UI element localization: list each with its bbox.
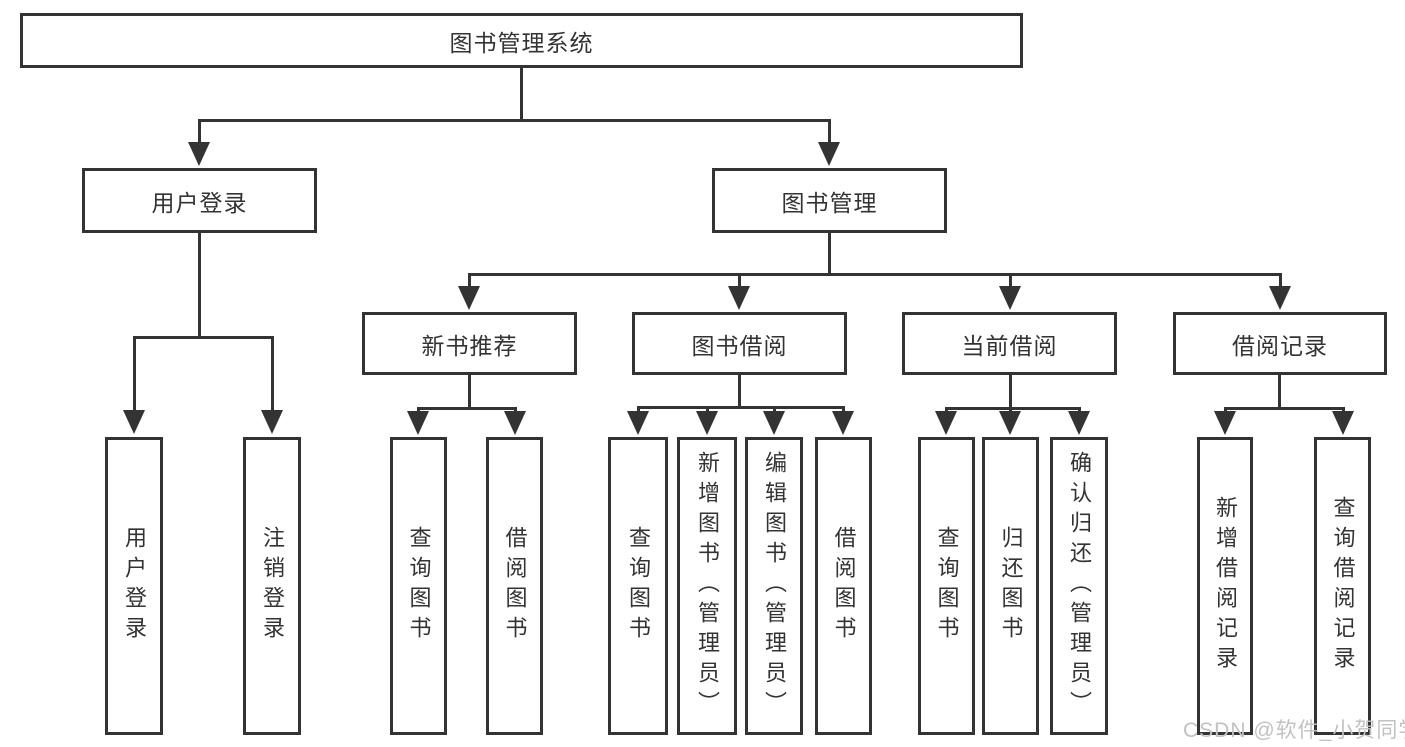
arrowhead-down-icon [935, 411, 957, 435]
node-label: 图书借阅 [691, 332, 788, 359]
node-label: 编辑图书（管理员） [762, 451, 787, 721]
node-label: 用户登录 [122, 526, 147, 646]
node-leaf-recommend-borrow-book: 借阅图书 [486, 437, 543, 735]
node-label: 图书管理系统 [449, 29, 594, 56]
node-leaf-current-return-book: 归还图书 [982, 437, 1039, 735]
node-label: 新书推荐 [421, 332, 518, 359]
node-leaf-borrow-query-book: 查询图书 [608, 437, 668, 735]
arrowhead-down-icon [728, 286, 750, 310]
node-book-management: 图书管理 [712, 168, 947, 233]
node-label: 借阅图书 [502, 526, 528, 646]
arrowhead-down-icon [1332, 411, 1354, 435]
node-leaf-logout: 注销登录 [243, 437, 301, 735]
node-current-borrowing: 当前借阅 [902, 312, 1117, 375]
edge-stem [520, 68, 523, 122]
node-label: 借阅记录 [1232, 332, 1328, 359]
node-leaf-records-query-record: 查询借阅记录 [1314, 437, 1371, 735]
edge-drop-line [637, 406, 640, 415]
edge-drop-line [706, 406, 709, 415]
edge-drop-line [738, 273, 741, 290]
arrowhead-down-icon [999, 411, 1021, 435]
arrowhead-down-icon [407, 411, 429, 435]
node-leaf-borrow-add-book-admin: 新增图书（管理员） [677, 437, 737, 735]
edge-drop-line [198, 119, 201, 146]
arrowhead-down-icon [763, 411, 785, 435]
edge-rail [637, 406, 845, 409]
node-book-borrowing: 图书借阅 [632, 312, 847, 375]
node-leaf-user-login: 用户登录 [105, 437, 163, 735]
edge-stem [468, 375, 471, 410]
csdn-watermark: CSDN @软件_小贺同学 [1183, 719, 1405, 742]
node-leaf-borrow-edit-book-admin: 编辑图书（管理员） [745, 437, 803, 735]
arrowhead-down-icon [261, 410, 283, 434]
edge-rail [417, 407, 517, 410]
node-label: 借阅图书 [831, 526, 857, 646]
node-root: 图书管理系统 [20, 13, 1023, 68]
node-label: 新增图书（管理员） [695, 451, 720, 721]
node-label: 新增借阅记录 [1213, 496, 1238, 676]
node-leaf-recommend-query-book: 查询图书 [390, 437, 447, 735]
edge-stem [1009, 375, 1012, 410]
edge-rail [468, 273, 1282, 276]
arrowhead-down-icon [458, 286, 480, 310]
node-label: 注销登录 [260, 526, 285, 646]
edge-stem [1278, 375, 1281, 410]
edge-rail [945, 407, 1081, 410]
arrowhead-down-icon [1214, 411, 1236, 435]
arrowhead-down-icon [627, 411, 649, 435]
node-new-book-recommend: 新书推荐 [362, 312, 577, 375]
arrowhead-down-icon [123, 410, 145, 434]
arrowhead-down-icon [832, 411, 854, 435]
node-label: 用户登录 [151, 189, 248, 216]
arrowhead-down-icon [1269, 286, 1291, 310]
node-label: 确认归还（管理员） [1067, 451, 1092, 721]
edge-drop-line [842, 406, 845, 415]
node-label: 查询借阅记录 [1330, 496, 1356, 676]
node-label: 当前借阅 [961, 332, 1058, 359]
edge-drop-line [1009, 273, 1012, 290]
node-user-login: 用户登录 [82, 168, 317, 233]
node-label: 归还图书 [998, 526, 1024, 646]
node-leaf-current-confirm-return-admin: 确认归还（管理员） [1050, 437, 1108, 735]
arrowhead-down-icon [696, 411, 718, 435]
edge-drop-line [468, 273, 471, 290]
edge-drop-line [133, 336, 136, 414]
edge-rail [1224, 407, 1345, 410]
arrowhead-down-icon [1068, 411, 1090, 435]
node-leaf-current-query-book: 查询图书 [918, 437, 975, 735]
node-label: 查询图书 [406, 526, 432, 646]
edge-stem [198, 233, 201, 339]
node-borrowing-records: 借阅记录 [1173, 312, 1387, 375]
node-leaf-borrow-borrow-book: 借阅图书 [815, 437, 872, 735]
edge-rail [198, 119, 831, 122]
arrowhead-down-icon [818, 142, 840, 166]
node-label: 查询图书 [934, 526, 960, 646]
edge-drop-line [773, 406, 776, 415]
edge-stem [738, 375, 741, 409]
node-label: 图书管理 [781, 189, 878, 216]
arrowhead-down-icon [504, 411, 526, 435]
arrowhead-down-icon [188, 142, 210, 166]
node-label: 查询图书 [626, 526, 651, 646]
edge-drop-line [1279, 273, 1282, 290]
edge-drop-line [271, 336, 274, 414]
edge-rail [133, 336, 274, 339]
edge-drop-line [828, 119, 831, 146]
node-leaf-records-add-record: 新增借阅记录 [1197, 437, 1253, 735]
arrowhead-down-icon [999, 286, 1021, 310]
edge-stem [828, 233, 831, 276]
